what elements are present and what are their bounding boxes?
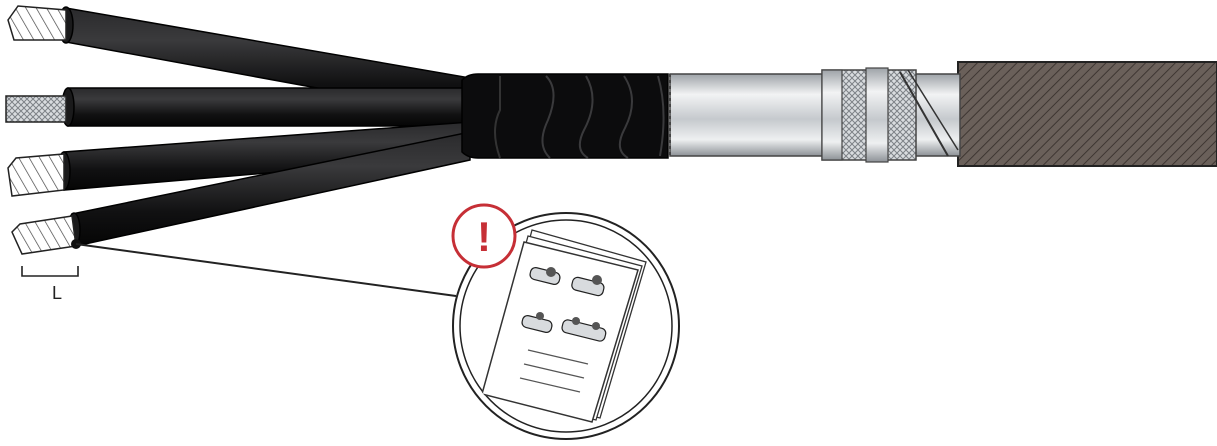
conductor-2-braided [6,96,66,122]
tape-wrap [462,74,668,158]
core-2 [62,88,470,126]
conductor-3 [8,154,64,196]
dimension-label: L [52,284,62,302]
dimension-bracket [22,266,78,276]
warning-symbol: ! [477,213,491,260]
conductor-1 [8,6,66,40]
conductor-4 [12,216,76,254]
warning-icon: ! [453,205,515,267]
outer-sheath [958,62,1217,166]
callout-leader [71,239,456,296]
